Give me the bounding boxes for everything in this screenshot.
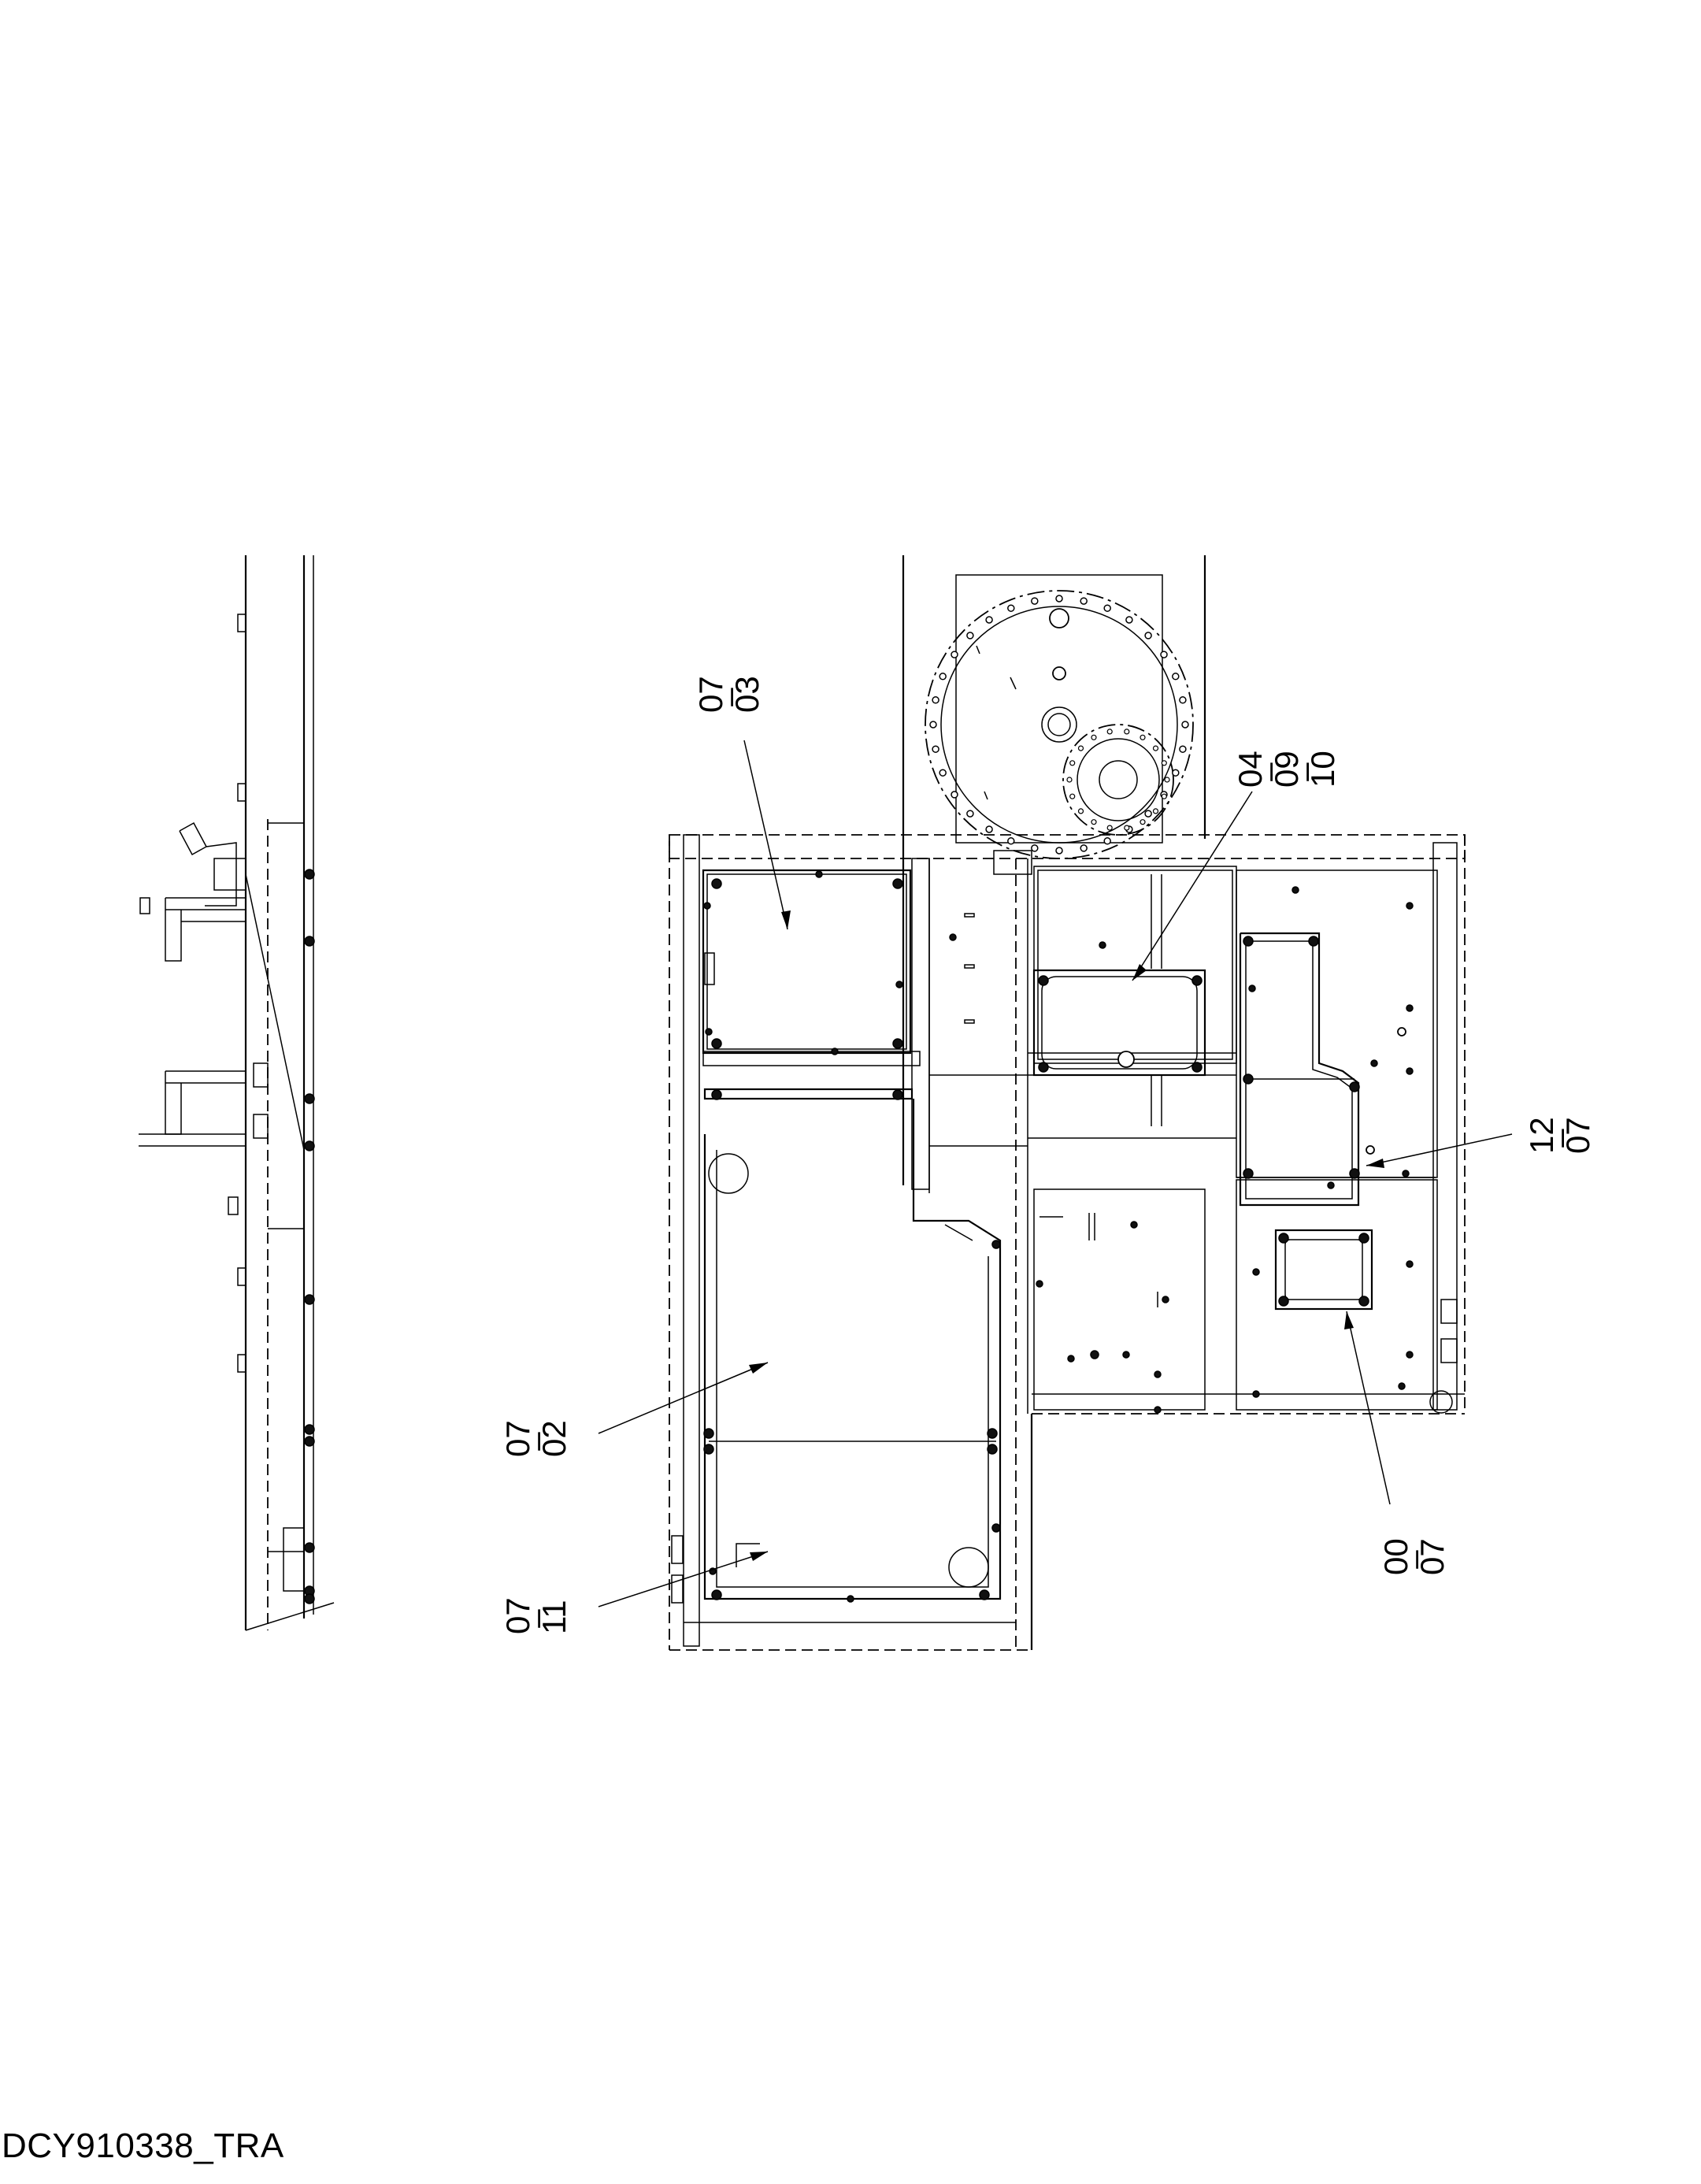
main-frame (669, 834, 1466, 1651)
svg-text:–: – (517, 1432, 554, 1451)
svg-text:–: – (1250, 762, 1287, 781)
callout-0711-line2: 11 (536, 1600, 573, 1634)
callout-1207-line1: 12 (1523, 1117, 1560, 1154)
callout-0703: 07 – 03 (692, 676, 765, 713)
callout-0711: 07 – 11 (499, 1597, 573, 1634)
bearing-bolt-hole (1172, 673, 1180, 680)
side-view (139, 555, 335, 1631)
pinion-bolt-hole (1077, 745, 1084, 751)
cover-07-02-07-11 (671, 1088, 1002, 1604)
bearing-bolt-hole (929, 721, 937, 729)
svg-text:–: – (1286, 762, 1323, 781)
pinion-bolt-hole (1091, 819, 1097, 825)
callout-1207: 12 – 07 (1523, 1117, 1596, 1154)
bearing-bolt-hole (1144, 810, 1152, 818)
pinion-bolt-hole (1164, 777, 1170, 783)
cover-12-07 (1236, 870, 1438, 1207)
pinion-bolt-hole (1140, 819, 1146, 825)
bearing-bolt-hole (951, 791, 958, 799)
callout-0703-dash: – (710, 688, 747, 706)
bearing-bolt-hole (951, 651, 958, 658)
pinion-bolt-hole (1106, 825, 1113, 831)
pinion-bolt-hole (1161, 760, 1167, 766)
callout-0702-line1: 07 (499, 1420, 536, 1457)
bearing-bolt-hole (1172, 769, 1180, 777)
bearing-bolt-hole (939, 673, 947, 680)
pinion-bolt-hole (1066, 777, 1073, 783)
bearing-bolt-hole (966, 632, 974, 640)
bearing-bolt-hole (1179, 745, 1187, 753)
bearing-bolt-hole (1055, 847, 1063, 855)
pinion-bolt-hole (1161, 793, 1167, 799)
callout-0007-line2: 07 (1414, 1538, 1451, 1575)
bearing-bolt-hole (966, 810, 974, 818)
pinion-bolt-hole (1140, 734, 1146, 740)
pinion-bolt-hole (1091, 734, 1097, 740)
bearing-bolt-hole (932, 696, 939, 704)
callout-1207-line2: 07 (1559, 1117, 1596, 1154)
bearing-bolt-hole (1181, 721, 1189, 729)
bearing-bolt-hole (1080, 844, 1088, 852)
callout-0711-line1: 07 (499, 1597, 536, 1634)
svg-text:–: – (517, 1609, 554, 1628)
pinion-bolt-hole (1077, 808, 1084, 814)
bearing-bolt-hole (1007, 604, 1015, 612)
bearing-bolt-hole (985, 616, 993, 624)
callout-040910-line2: 09 (1268, 751, 1305, 788)
pinion-bolt-hole (1152, 808, 1159, 814)
bearing-bolt-hole (1055, 595, 1063, 603)
bearing-bolt-hole (985, 825, 993, 833)
svg-text:–: – (1541, 1129, 1578, 1148)
cover-00-07 (1236, 1179, 1458, 1414)
callout-0703-line2: 03 (728, 676, 765, 713)
pinion-bolt-hole (1069, 793, 1076, 799)
bolt-ring-holes (929, 595, 1189, 855)
bearing-bolt-hole (1144, 632, 1152, 640)
callout-0702: 07 – 02 (499, 1420, 573, 1457)
bearing-bolt-hole (1007, 837, 1015, 845)
bearing-bolt-hole (1103, 837, 1111, 845)
pinion-bolt-hole (1124, 729, 1130, 735)
bearing-bolt-hole (939, 769, 947, 777)
bearing-bolt-hole (1080, 597, 1088, 605)
callout-0703-line1: 07 (692, 676, 729, 713)
callout-040910: 04 – 09 – 10 (1232, 751, 1341, 788)
bearing-bolt-hole (1103, 604, 1111, 612)
callout-040910-line3: 10 (1304, 751, 1341, 788)
bearing-bolt-hole (1031, 844, 1039, 852)
cover-07-03 (702, 850, 1236, 1650)
drawing-id: DCY910338_TRA (2, 2127, 284, 2165)
pinion-bolt-hole (1069, 760, 1076, 766)
cover-04-09-10 (1032, 866, 1237, 1126)
bearing-bolt-hole (1031, 597, 1039, 605)
pinion-bolt-hole (1152, 745, 1159, 751)
callout-0007-line1: 00 (1377, 1538, 1414, 1575)
bearing-bolt-hole (1125, 616, 1133, 624)
bearing-bolt-hole (1179, 696, 1187, 704)
center-bottom-plate (1033, 1188, 1206, 1414)
bearing-bolt-hole (1160, 651, 1168, 658)
bearing-bolt-hole (932, 745, 939, 753)
callout-leaders (598, 740, 1513, 1607)
pinion-bolt-hole (1106, 729, 1113, 735)
callout-040910-line1: 04 (1232, 751, 1269, 788)
callout-0702-line2: 02 (536, 1420, 573, 1457)
svg-text:–: – (1395, 1550, 1432, 1569)
callout-0007: 00 – 07 (1377, 1538, 1451, 1575)
pinion-bolt-hole (1124, 825, 1130, 831)
